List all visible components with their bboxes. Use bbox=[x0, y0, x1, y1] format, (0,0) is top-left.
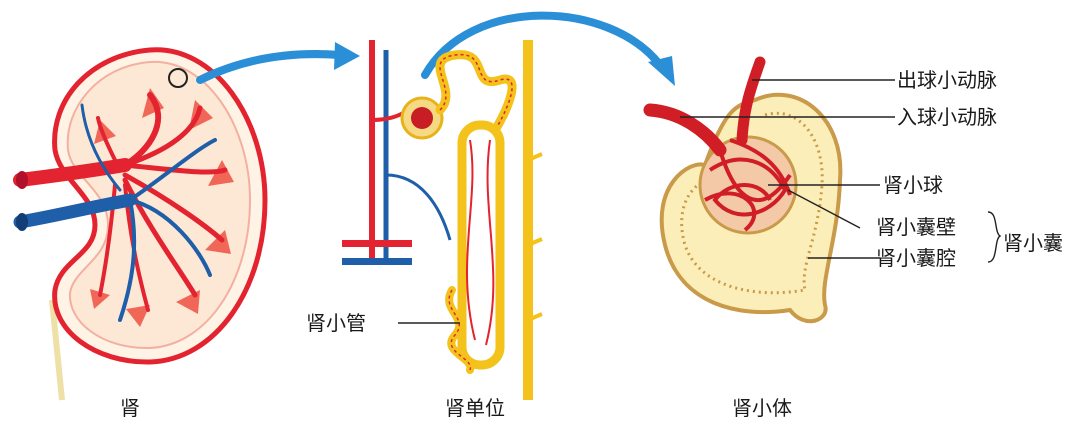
afferent-arteriole-shape bbox=[650, 110, 720, 150]
caption-renal-corpuscle: 肾小体 bbox=[732, 396, 792, 420]
kidney-illustration bbox=[16, 50, 265, 400]
nephron-illustration bbox=[342, 40, 542, 400]
arrow-kidney-to-nephron bbox=[200, 54, 340, 80]
label-renal-capsule: 肾小囊 bbox=[1003, 231, 1063, 255]
arrow-nephron-to-corpuscle bbox=[425, 16, 660, 75]
label-renal-tubule: 肾小管 bbox=[306, 311, 366, 335]
label-glomerulus: 肾小球 bbox=[883, 173, 943, 197]
label-efferent-arteriole: 出球小动脉 bbox=[897, 68, 997, 92]
captions: 肾 肾单位 肾小体 bbox=[120, 396, 792, 420]
caption-nephron: 肾单位 bbox=[445, 396, 505, 420]
label-capsule-wall: 肾小囊壁 bbox=[876, 215, 956, 239]
renal-corpuscle-illustration bbox=[650, 62, 840, 321]
label-afferent-arteriole: 入球小动脉 bbox=[897, 105, 997, 129]
label-capsule-cavity: 肾小囊腔 bbox=[876, 246, 956, 270]
caption-kidney: 肾 bbox=[120, 396, 140, 420]
